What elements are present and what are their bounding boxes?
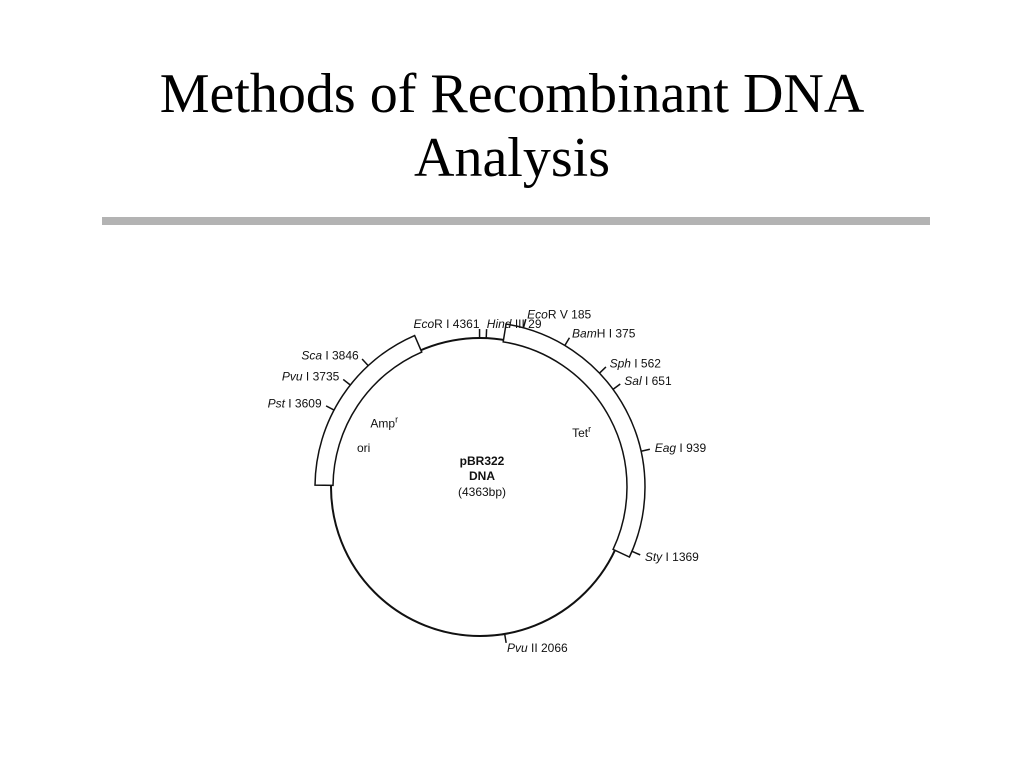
title-line-2: Analysis <box>414 127 610 189</box>
title-divider <box>102 217 930 225</box>
sali-site-tick <box>612 383 621 390</box>
bamhi-site-label: BamH I 375 <box>572 326 636 340</box>
styi-site-tick <box>631 550 641 556</box>
pvui-site-label: Pvu I 3735 <box>282 369 340 383</box>
pvuii-site-label: Pvu II 2066 <box>507 641 568 655</box>
tet-gene-box <box>502 323 646 559</box>
origin-label: ori <box>357 441 370 455</box>
amp-gene-label: Ampr <box>370 414 398 430</box>
sphi-site-label: Sph I 562 <box>610 356 662 370</box>
eagi-site-tick <box>640 448 651 452</box>
hindiii-site-label: Hind III 29 <box>487 317 542 331</box>
ecorv-site-label: EcoR V 185 <box>527 307 591 321</box>
slide-title: Methods of Recombinant DNA Analysis <box>0 62 1024 190</box>
plasmid-molecule: DNA <box>469 469 495 483</box>
ecorv-site-tick <box>522 318 527 329</box>
tet-gene-label: Tetr <box>572 424 591 440</box>
scai-site-tick <box>361 358 369 367</box>
plasmid-name: pBR322 <box>460 454 505 468</box>
bamhi-site-tick <box>564 337 571 346</box>
title-line-1: Methods of Recombinant DNA <box>159 63 865 125</box>
ecori-site-label: EcoR I 4361 <box>413 317 479 331</box>
psti-site-label: Pst I 3609 <box>268 397 322 411</box>
pvui-site-tick <box>342 378 351 386</box>
styi-site-label: Sty I 1369 <box>645 550 699 564</box>
eagi-site-label: Eag I 939 <box>655 441 707 455</box>
sali-site-label: Sal I 651 <box>624 374 672 388</box>
pvuii-site-tick <box>503 633 507 643</box>
sphi-site-tick <box>598 366 607 374</box>
plasmid-size: (4363bp) <box>458 485 506 499</box>
amp-gene-box <box>314 334 423 487</box>
psti-site-tick <box>325 405 335 411</box>
scai-site-label: Sca I 3846 <box>301 348 359 362</box>
site-layer: Pst I 3609 Pvu I 3735 Sca I 3846 EcoR I 436… <box>268 307 707 654</box>
